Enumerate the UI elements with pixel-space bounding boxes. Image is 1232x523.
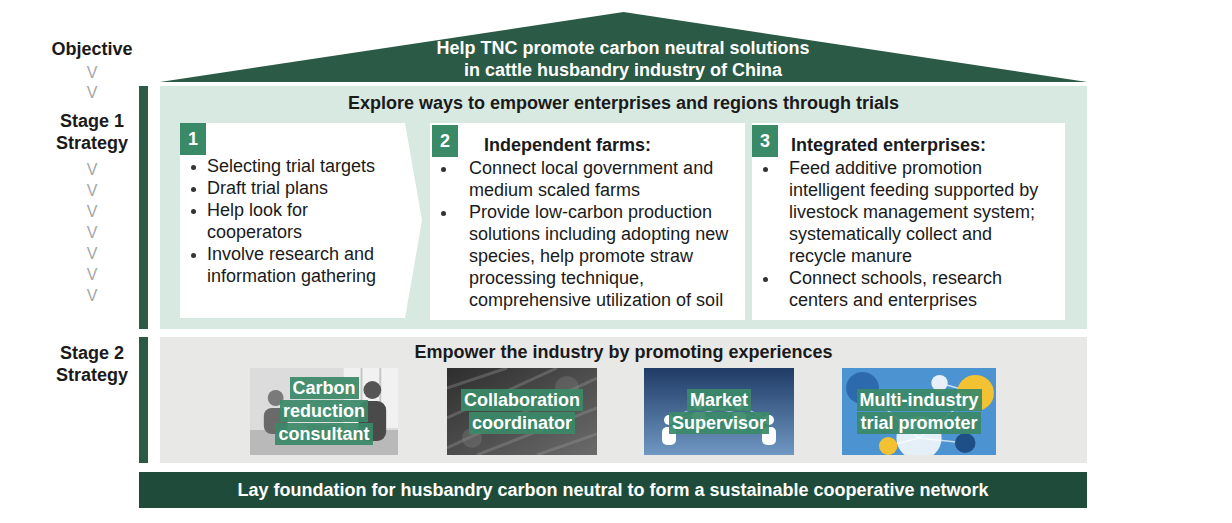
foundation-bar: Lay foundation for husbandry carbon neut… — [139, 472, 1087, 508]
tile-label-wrap: Multi-industry trial promoter — [842, 368, 996, 455]
number-wrap: 1 — [180, 123, 206, 155]
role-tile: Market Supervisor — [644, 368, 794, 455]
bullet-list: Connect local government and medium scal… — [469, 157, 737, 311]
bullet-dot — [763, 277, 768, 282]
step-number-text: 2 — [440, 131, 450, 151]
bullet-text: Involve research and information gatheri… — [207, 243, 387, 287]
trial-step-box: Independent farms:Connect local governme… — [430, 123, 745, 320]
bullet-dot — [191, 253, 196, 258]
bullet-text: Connect schools, research centers and en… — [789, 267, 1042, 311]
role-label: Collaboration coordinator — [461, 389, 583, 434]
bullet-text: Provide low-carbon production solutions … — [469, 201, 737, 311]
tile-label-block: Carbon reduction consultant — [274, 377, 374, 446]
chevron-mark: V — [77, 161, 107, 179]
bullet-dot — [441, 211, 446, 216]
tile-label-block: Multi-industry trial promoter — [849, 389, 989, 435]
stage-bar — [139, 86, 148, 329]
tile-label-wrap: Carbon reduction consultant — [250, 368, 398, 455]
chevron-mark: V — [77, 203, 107, 221]
bullet-list: Selecting trial targetsDraft trial plans… — [207, 155, 387, 287]
bullet-item: Help look for cooperators — [207, 199, 387, 243]
step-number-text: 3 — [760, 131, 770, 151]
bullet-text: Help look for cooperators — [207, 199, 387, 243]
tile-picture — [250, 368, 398, 455]
heading-wrap: Lay foundation for husbandry carbon neut… — [139, 479, 1087, 501]
role-label: Multi-industry trial promoter — [857, 389, 982, 434]
number-wrap: 3 — [752, 125, 778, 157]
number-wrap: 2 — [432, 125, 458, 157]
bullet-item: Connect local government and medium scal… — [469, 157, 737, 201]
chevron-mark: V — [77, 84, 107, 102]
bullet-dot — [191, 209, 196, 214]
stage-panel: Empower the industry by promoting experi… — [160, 337, 1087, 463]
objective-roof: Help TNC promote carbon neutral solution… — [160, 12, 1087, 82]
role-tile: Collaboration coordinator — [447, 368, 597, 455]
heading-wrap: Independent farms: — [430, 134, 705, 156]
tile-label-wrap: Market Supervisor — [644, 368, 794, 455]
bullet-item: Draft trial plans — [207, 177, 387, 199]
chevron-mark: V — [77, 245, 107, 263]
tile-picture — [842, 368, 996, 455]
bullet-text: Draft trial plans — [207, 177, 387, 199]
bullet-dot — [441, 167, 446, 172]
heading-text: Explore ways to empower enterprises and … — [160, 92, 1087, 114]
role-tile: Carbon reduction consultant — [250, 368, 398, 455]
stage-panel: Explore ways to empower enterprises and … — [160, 86, 1087, 329]
step-number: 3 — [752, 125, 778, 157]
heading-wrap: Help TNC promote carbon neutral solution… — [431, 37, 815, 81]
bullet-item: Involve research and information gatheri… — [207, 243, 387, 287]
roof-fill — [160, 12, 1087, 82]
bullet-item: Selecting trial targets — [207, 155, 387, 177]
bullet-dot — [191, 187, 196, 192]
bullet-list: Feed additive promotion intelligent feed… — [789, 157, 1042, 311]
chevron-mark: V — [77, 182, 107, 200]
heading-wrap: Integrated enterprises: — [752, 134, 1025, 156]
heading-wrap: Empower the industry by promoting experi… — [160, 341, 1087, 363]
bullet-dot — [763, 167, 768, 172]
tile-label-block: Market Supervisor — [664, 389, 774, 435]
role-label: Carbon reduction consultant — [275, 377, 372, 445]
step-number: 2 — [432, 125, 458, 157]
chevron-mark: V — [77, 287, 107, 305]
bullet-text: Feed additive promotion intelligent feed… — [789, 157, 1042, 267]
stage-label: Stage 1 Strategy — [46, 110, 138, 154]
step-number: 1 — [180, 123, 206, 155]
stage-bar — [139, 337, 148, 463]
bullet-text: Connect local government and medium scal… — [469, 157, 737, 201]
heading-text: Empower the industry by promoting experi… — [160, 341, 1087, 363]
arrow-fill — [180, 123, 422, 318]
stage-label: Stage 2 Strategy — [46, 342, 138, 386]
heading-text: Help TNC promote carbon neutral solution… — [431, 37, 815, 81]
chevron-mark: V — [77, 224, 107, 242]
bullet-item: Feed additive promotion intelligent feed… — [789, 157, 1042, 267]
step-number-text: 1 — [188, 129, 198, 149]
trial-step-box: Selecting trial targetsDraft trial plans… — [180, 123, 422, 318]
heading-text: Lay foundation for husbandry carbon neut… — [139, 479, 1087, 501]
tile-label-wrap: Collaboration coordinator — [447, 368, 597, 455]
tile-label-block: Collaboration coordinator — [452, 389, 592, 435]
bullet-item: Connect schools, research centers and en… — [789, 267, 1042, 311]
stage-label: Objective — [37, 38, 147, 60]
chevron-mark: V — [77, 266, 107, 284]
heading-text: Independent farms: — [430, 134, 705, 156]
tile-picture — [447, 368, 597, 455]
heading-wrap: Explore ways to empower enterprises and … — [160, 92, 1087, 114]
heading-text: Integrated enterprises: — [752, 134, 1025, 156]
arrow-shape — [180, 123, 422, 318]
tile-picture — [644, 368, 794, 455]
chevron-mark: V — [77, 64, 107, 82]
bullet-text: Selecting trial targets — [207, 155, 387, 177]
role-label: Market Supervisor — [669, 389, 769, 434]
role-tile: Multi-industry trial promoter — [842, 368, 996, 455]
bullet-dot — [191, 165, 196, 170]
trial-step-box: Integrated enterprises:Feed additive pro… — [752, 123, 1065, 320]
bullet-item: Provide low-carbon production solutions … — [469, 201, 737, 311]
